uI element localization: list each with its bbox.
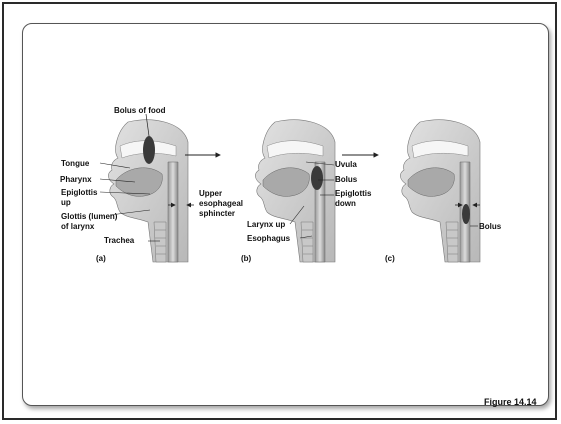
label-ues-2: esophageal (199, 199, 243, 208)
label-esophagus: Esophagus (247, 234, 291, 243)
label-glottis-1: Glottis (lumen) (61, 212, 118, 221)
label-epiglottis-up-1: Epiglottis (61, 188, 98, 197)
label-epiglottis-down-2: down (335, 199, 356, 208)
label-pharynx: Pharynx (60, 175, 92, 184)
figure-label: Figure 14.14 (484, 397, 537, 407)
panel-tag-c: (c) (385, 254, 395, 263)
label-bolus-of-food: Bolus of food (114, 106, 166, 115)
panel-a: Bolus of food Tongue Pharynx Epiglottis … (60, 106, 243, 263)
label-bolus-c: Bolus (479, 222, 502, 231)
label-larynx-up: Larynx up (247, 220, 285, 229)
panel-tag-a: (a) (96, 254, 106, 263)
label-glottis-2: of larynx (61, 222, 95, 231)
bolus-a (143, 136, 155, 164)
label-epiglottis-down-1: Epiglottis (335, 189, 372, 198)
label-ues-1: Upper (199, 189, 222, 198)
label-epiglottis-up-2: up (61, 198, 71, 207)
label-tongue: Tongue (61, 159, 90, 168)
bolus-c (462, 204, 470, 224)
label-trachea: Trachea (104, 236, 135, 245)
panel-b: Uvula Bolus Epiglottis down Larynx up Es… (241, 120, 372, 263)
label-uvula: Uvula (335, 160, 357, 169)
label-bolus-b: Bolus (335, 175, 358, 184)
bolus-b (311, 166, 323, 190)
label-ues-3: sphincter (199, 209, 235, 218)
panel-tag-b: (b) (241, 254, 252, 263)
panel-c: Bolus (c) (385, 120, 502, 263)
